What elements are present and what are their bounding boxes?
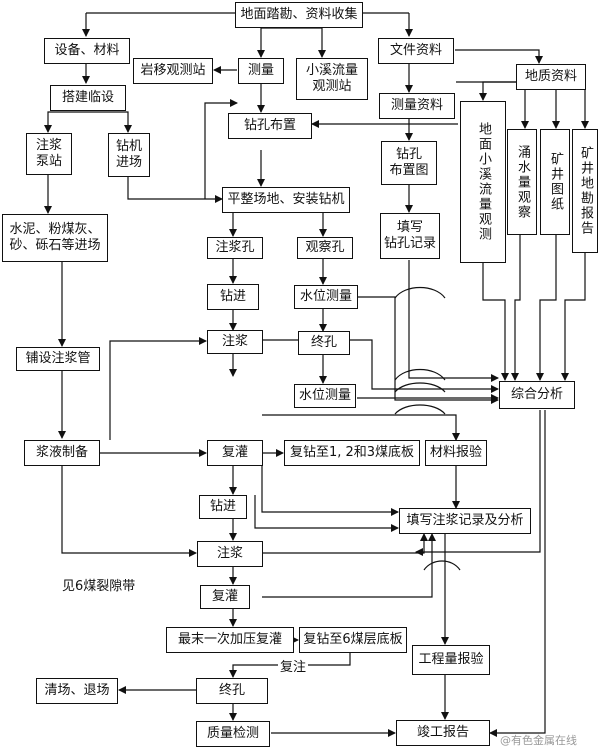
node-fill-drill: 填写 钻孔记录 [380, 213, 440, 259]
node-water-level-1: 水位测量 [294, 285, 358, 309]
node-drill-layout: 钻孔布置 [228, 113, 312, 139]
node-slurry: 浆液制备 [24, 440, 100, 466]
bridge [423, 560, 461, 571]
node-materials-entry: 水泥、粉煤灰、 砂、砾石等进场 [2, 214, 108, 262]
bridge [394, 404, 446, 415]
node-regrout-2: 复灌 [200, 585, 250, 609]
node-layout-map: 钻孔 布置图 [381, 141, 437, 185]
node-creek-obs: 地面小溪流量观测 [460, 101, 506, 263]
node-quality: 质量检测 [196, 721, 270, 747]
edge [415, 410, 541, 556]
node-temp-setup: 搭建临设 [50, 85, 126, 111]
node-rig-entry: 钻机 进场 [108, 133, 150, 177]
node-redrill-123: 复钻至1, 2和3煤底板 [284, 440, 420, 466]
edge [536, 234, 557, 381]
node-cleanup: 清场、退场 [36, 678, 118, 704]
edge [357, 296, 499, 404]
node-redrill-6: 复钻至6煤层底板 [299, 627, 407, 653]
bridge [394, 287, 446, 299]
node-work-report: 工程量报验 [412, 645, 490, 675]
edge [86, 111, 132, 133]
label-see-seam6: 见6煤裂隙带 [62, 579, 136, 594]
bridge [394, 369, 446, 381]
edge [44, 111, 86, 133]
node-mine-report: 矿井地勘报告 [572, 129, 598, 253]
node-field-survey: 地面踏勘、资料收集 [235, 2, 363, 28]
node-site-prep: 平整场地、安装钻机 [222, 187, 350, 213]
edge [482, 262, 509, 381]
node-drilling-1: 钻进 [207, 284, 259, 310]
edge [511, 234, 521, 381]
edge [479, 81, 516, 101]
node-grouting-1: 注浆 [207, 330, 263, 354]
node-geo-data: 地质资料 [516, 64, 586, 90]
edge [109, 337, 207, 440]
node-final-hole: 终孔 [196, 678, 268, 704]
node-survey: 测量 [238, 58, 284, 84]
node-fill-grout: 填写注浆记录及分析 [399, 508, 531, 534]
node-lay-pipe: 铺设注浆管 [16, 347, 100, 371]
edge [455, 49, 543, 64]
node-grout-pump: 注浆 泵站 [26, 133, 72, 175]
edge [254, 495, 399, 532]
node-water-inflow: 涌水量观察 [507, 129, 537, 235]
edge [408, 260, 499, 382]
label-re-grout: 复注 [278, 656, 309, 675]
node-completion: 竣工报告 [396, 720, 490, 746]
node-analysis: 综合分析 [499, 381, 575, 409]
node-grout-hole: 注浆孔 [207, 237, 263, 259]
node-obs-hole: 观察孔 [297, 237, 353, 259]
node-survey-data: 测量资料 [379, 93, 455, 119]
edge [61, 466, 197, 557]
watermark: @有色金属在线 [500, 734, 577, 747]
edge [561, 252, 586, 381]
node-water-level-2: 水位测量 [294, 384, 356, 408]
node-grouting-2: 注浆 [197, 541, 263, 567]
node-rock-station: 岩移观测站 [133, 58, 213, 84]
bridge [394, 382, 446, 393]
edge [204, 99, 238, 199]
node-regrout-1: 复灌 [207, 440, 263, 466]
node-equipment: 设备、材料 [44, 38, 130, 64]
edge [263, 533, 428, 554]
edge [262, 533, 436, 598]
edge [262, 414, 460, 441]
edge [489, 410, 546, 737]
edge [127, 176, 223, 203]
node-documents: 文件资料 [378, 38, 454, 64]
node-drilling-2: 钻进 [199, 495, 247, 519]
node-material-report: 材料报验 [425, 440, 487, 466]
node-mine-map: 矿井图纸 [540, 129, 570, 235]
node-creek-station: 小溪流量 观测站 [296, 58, 368, 100]
edge [261, 466, 399, 516]
node-final-hole-obs: 终孔 [298, 331, 350, 355]
node-last-pressure: 最末一次加压复灌 [166, 627, 294, 653]
